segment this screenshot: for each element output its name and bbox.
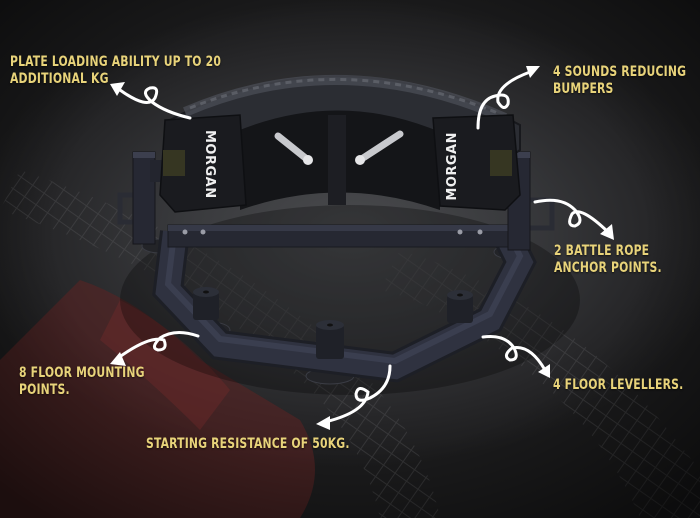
plate-loading-pins [274, 130, 404, 165]
callout-starting-resistance-line1: STARTING RESISTANCE OF 50KG. [146, 436, 350, 452]
arrow-heads [110, 66, 614, 430]
arrow-starting-resistance [323, 364, 392, 424]
callout-floor-levellers-line1: 4 FLOOR LEVELLERS. [553, 377, 684, 393]
base-frame [152, 224, 537, 383]
callout-floor-mounting-line2: POINTS. [19, 382, 70, 398]
callout-starting-resistance: STARTING RESISTANCE OF 50KG. [146, 436, 350, 453]
arrow-battle-rope [533, 198, 610, 234]
callout-bumpers: 4 SOUNDS REDUCING BUMPERS [553, 64, 686, 98]
callout-plate-loading-line2: ADDITIONAL KG [10, 71, 109, 87]
brand-logo-right: MORGAN [445, 132, 460, 201]
arrow-floor-mounting [116, 331, 200, 360]
callout-floor-levellers: 4 FLOOR LEVELLERS. [553, 377, 683, 394]
callout-bumpers-line2: BUMPERS [553, 81, 614, 97]
callout-floor-mounting: 8 FLOOR MOUNTING POINTS. [19, 365, 145, 399]
arrow-plate-loading [118, 86, 192, 120]
callout-bumpers-line1: 4 SOUNDS REDUCING [553, 64, 687, 80]
bumpers [159, 114, 521, 213]
arrow-floor-levellers [481, 335, 547, 372]
tyre [168, 74, 521, 210]
callout-plate-loading-line1: PLATE LOADING ABILITY UP TO 20 [10, 54, 222, 70]
callout-arrows [116, 70, 610, 424]
mounting-pegs [193, 287, 473, 359]
callout-plate-loading: PLATE LOADING ABILITY UP TO 20 ADDITIONA… [10, 54, 221, 88]
callout-battle-rope-line1: 2 BATTLE ROPE [554, 243, 650, 259]
callout-battle-rope-line2: ANCHOR POINTS. [554, 260, 662, 276]
brand-logo-left: MORGAN [202, 130, 217, 199]
cross-bar [167, 224, 514, 248]
arrow-bumpers [476, 70, 532, 130]
callout-battle-rope: 2 BATTLE ROPE ANCHOR POINTS. [554, 243, 662, 277]
callout-floor-mounting-line1: 8 FLOOR MOUNTING [19, 365, 145, 381]
